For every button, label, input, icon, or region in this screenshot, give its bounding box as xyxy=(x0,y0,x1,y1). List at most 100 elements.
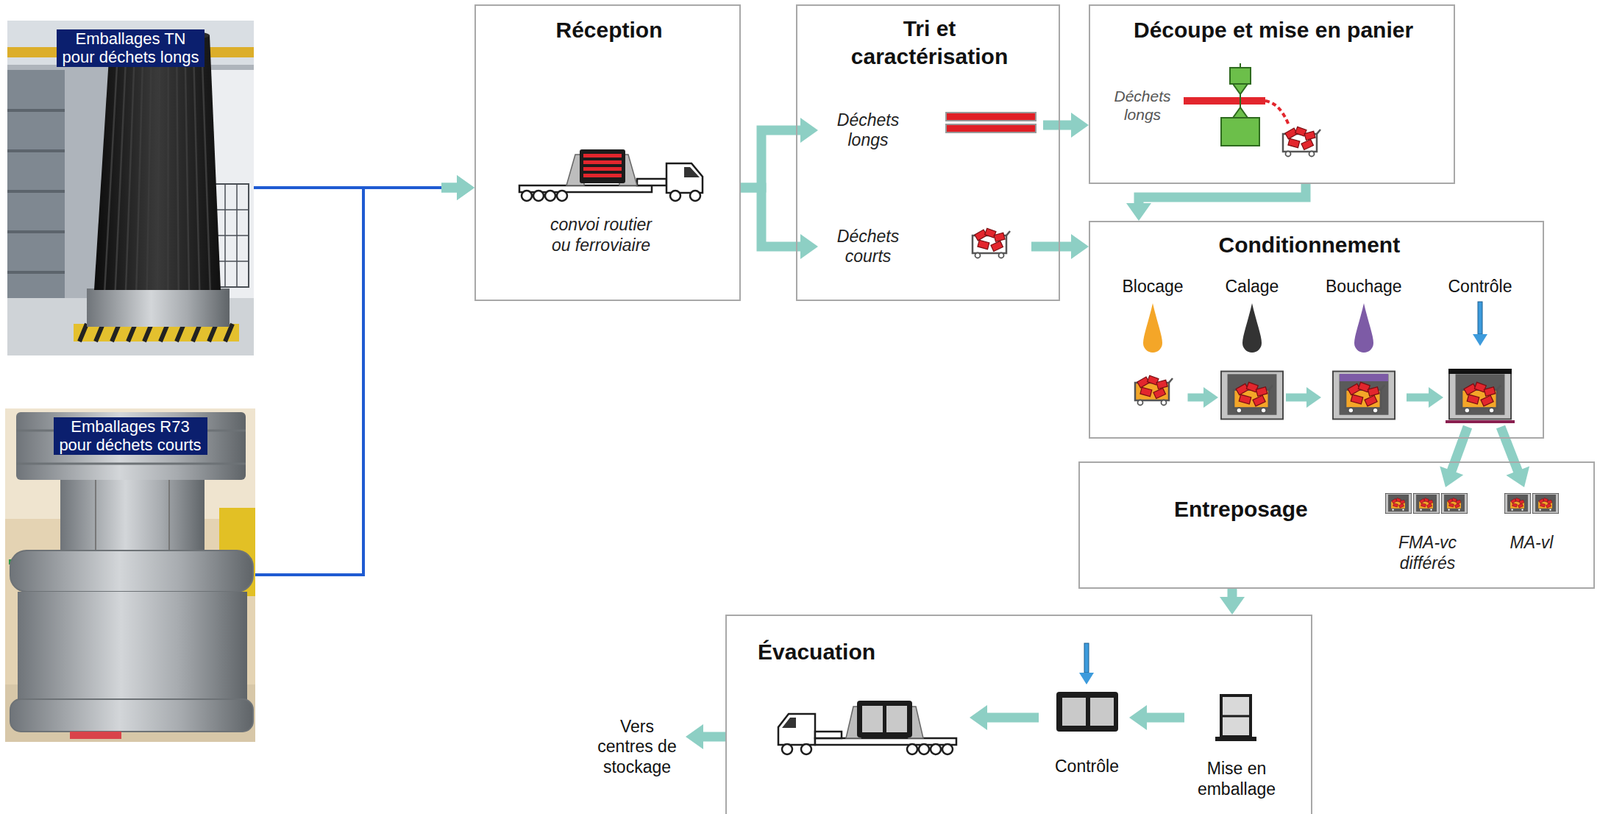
arrow-head xyxy=(1071,112,1089,138)
photo-r73-cask xyxy=(5,408,256,742)
photo-r73-cask xyxy=(10,550,254,592)
shipping-control-icon xyxy=(1079,672,1094,685)
arrow-shaft xyxy=(740,130,802,188)
photo-tn-cask xyxy=(86,288,230,327)
photo-r73-cask xyxy=(69,731,122,739)
arrow-shaft xyxy=(1406,393,1430,402)
shipping-truck xyxy=(942,743,953,755)
step-label: Contrôle xyxy=(1054,756,1119,777)
box-title: Entreposage xyxy=(1174,495,1308,524)
photo-r73-cask xyxy=(17,591,248,702)
convoy-truck xyxy=(583,153,622,158)
stored-packages xyxy=(1385,492,1559,513)
arrow-shaft xyxy=(1451,426,1468,471)
photo-tn-cask xyxy=(7,20,254,356)
flow-arrow xyxy=(1188,386,1219,408)
flow-arrow xyxy=(1126,183,1306,221)
long-waste-icon xyxy=(946,124,1036,133)
box-title: Tri et caractérisation xyxy=(830,14,1030,70)
cutting-press xyxy=(1183,97,1266,105)
flow-arrow xyxy=(1129,704,1185,730)
shipping-truck xyxy=(907,743,918,755)
process-box: ÉvacuationContrôleMise en emballage xyxy=(725,614,1313,814)
shipping-control-icon xyxy=(1090,697,1114,726)
blocking-icon xyxy=(1143,303,1163,353)
step-label: Blocage xyxy=(1122,276,1184,298)
short-waste-basket xyxy=(972,228,1011,258)
shipping-truck xyxy=(778,700,957,755)
shipping-truck xyxy=(778,713,816,745)
destination: Vers centres de stockage xyxy=(588,702,686,791)
destination-label: Vers centres de stockage xyxy=(592,716,682,778)
arrow-shaft xyxy=(1500,426,1519,472)
control-icon xyxy=(1445,420,1515,423)
flow-arrow xyxy=(1439,426,1468,487)
caption: convoi routier ou ferroviaire xyxy=(544,214,659,256)
capping-icon xyxy=(1332,303,1395,419)
convoy-truck xyxy=(519,149,703,201)
stored-packages xyxy=(1413,492,1439,513)
arrow-head xyxy=(1126,203,1152,221)
convoy-truck xyxy=(637,178,667,186)
capping-icon xyxy=(1339,373,1389,382)
photo-label: Emballages R73 pour déchets courts xyxy=(53,417,208,455)
arrow-head xyxy=(1219,596,1245,615)
arrow-head xyxy=(1306,386,1322,408)
arrow-head xyxy=(1439,466,1464,487)
process-step: Calage xyxy=(1218,273,1286,427)
photo-panel: Emballages R73 pour déchets courts xyxy=(5,408,256,742)
package-label: MA-vl xyxy=(1510,532,1554,554)
process-box: Réceptionconvoi routier ou ferroviaire xyxy=(474,4,741,301)
photo-r73-cask xyxy=(60,479,205,554)
arrow-head xyxy=(1428,386,1444,408)
box-title: Évacuation xyxy=(757,637,876,666)
arrow-head xyxy=(456,175,475,201)
arrow-shaft xyxy=(1188,393,1205,402)
arrow-shaft xyxy=(740,187,802,247)
flow-arrow xyxy=(969,704,1039,730)
note: Déchets longs xyxy=(1107,86,1178,124)
arrow-head xyxy=(456,175,475,201)
flow-arrow xyxy=(985,712,1039,723)
step-label: Calage xyxy=(1225,276,1280,298)
photo-r73-cask xyxy=(16,411,246,480)
photo-tn-cask xyxy=(7,20,254,356)
flow-arrow xyxy=(740,187,819,259)
arrow-head xyxy=(800,117,819,143)
arrow-head xyxy=(1203,386,1219,408)
cutting-press xyxy=(1183,63,1321,157)
stream-label: Déchets longs xyxy=(827,110,909,151)
photo-tn-cask xyxy=(104,35,210,290)
capping-icon xyxy=(1354,303,1374,353)
photo-tn-cask xyxy=(7,110,65,273)
short-waste-basket xyxy=(972,228,1011,258)
flow-arrow xyxy=(685,723,726,749)
flow-arrow xyxy=(1406,386,1444,408)
arrow-shaft xyxy=(1285,393,1308,402)
box-title: Découpe et mise en panier xyxy=(1133,16,1414,45)
shipping-truck xyxy=(886,705,908,732)
process-step: Contrôle xyxy=(1443,273,1517,427)
arrow-shaft xyxy=(1146,712,1185,723)
shipping-truck xyxy=(857,700,913,738)
convoy-truck xyxy=(533,190,544,201)
photo-label: Emballages TN pour déchets longs xyxy=(56,29,205,67)
photo-r73-cask xyxy=(5,408,256,742)
arrow-head xyxy=(1505,465,1530,487)
stored-packages xyxy=(1504,492,1531,513)
stored-packages xyxy=(1441,492,1467,513)
process-box: Découpe et mise en panierDéchets longs xyxy=(1088,4,1456,184)
cutting-press xyxy=(1232,107,1248,118)
process-box: ConditionnementBlocageCalageBouchageCont… xyxy=(1088,220,1545,439)
process-step: Blocage xyxy=(1118,273,1189,427)
convoy-truck xyxy=(666,163,703,193)
cutting-press xyxy=(1265,100,1289,126)
stored-packages xyxy=(1532,492,1559,513)
photo-r73-cask xyxy=(95,479,170,554)
arrow-shaft xyxy=(1043,120,1072,131)
convoy-truck xyxy=(556,190,568,201)
flow-arrow xyxy=(1031,233,1089,259)
convoy-truck xyxy=(583,160,622,165)
process-box: EntreposageFMA-vc différésMA-vl xyxy=(1078,461,1595,589)
shipping-control-icon xyxy=(1056,691,1119,732)
